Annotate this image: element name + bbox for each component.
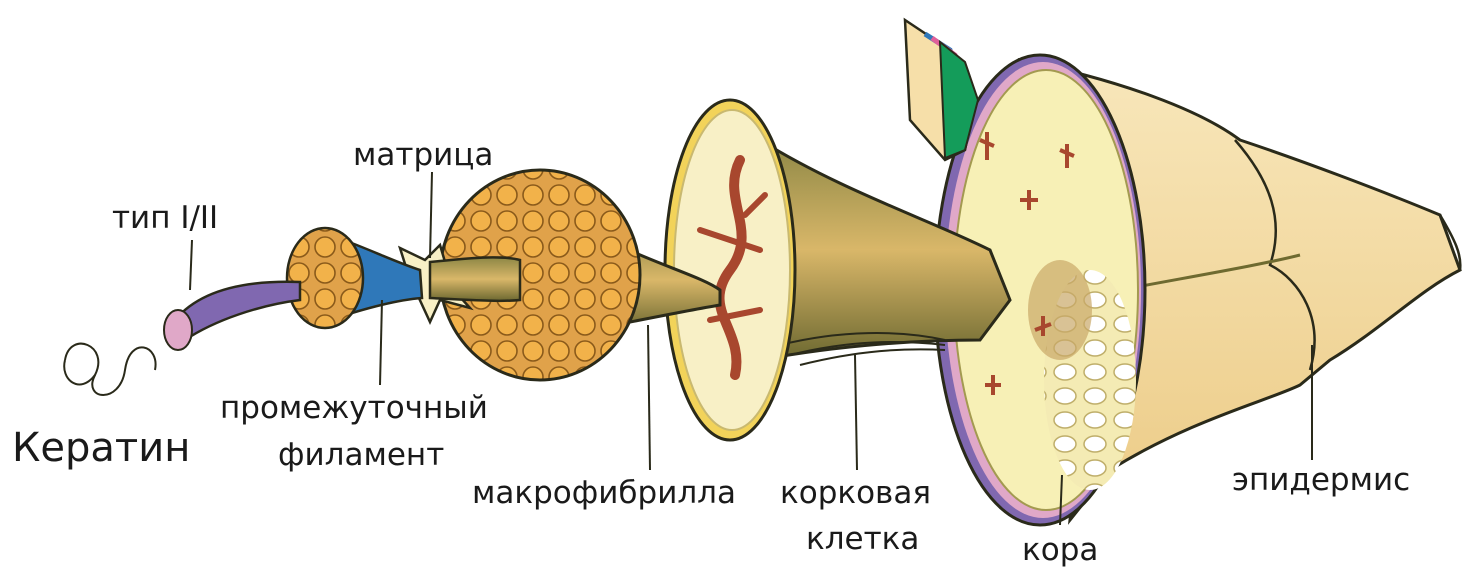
label-cortical: корковая bbox=[780, 478, 931, 509]
label-epidermis: эпидермис bbox=[1232, 465, 1410, 496]
label-type: тип I/II bbox=[112, 203, 218, 234]
cortical-cell-section bbox=[665, 100, 795, 440]
label-cell: клетка bbox=[806, 524, 919, 555]
intermediate-filament bbox=[287, 228, 422, 328]
label-matrix: матрица bbox=[353, 140, 493, 171]
label-cortex: кора bbox=[1022, 535, 1098, 566]
keratin-coil bbox=[64, 344, 155, 395]
label-keratin: Кератин bbox=[12, 428, 190, 468]
label-filament: филамент bbox=[278, 440, 444, 471]
cuticle-layers bbox=[905, 20, 978, 160]
label-intermediate: промежуточный bbox=[220, 393, 488, 424]
type-protofilament bbox=[164, 282, 300, 350]
label-macrofibril: макрофибрилла bbox=[472, 478, 736, 509]
